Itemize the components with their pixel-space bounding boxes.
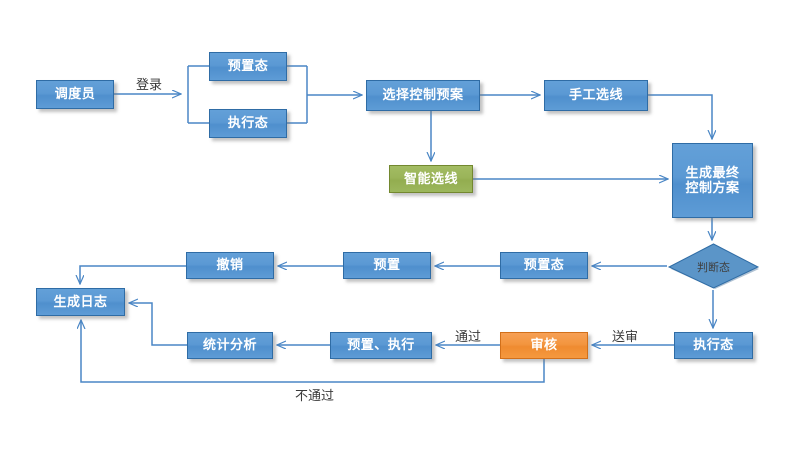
node-select-control-plan-label: 选择控制预案	[382, 87, 464, 103]
node-final-control-plan-label: 生成最终控制方案	[685, 164, 740, 195]
node-dispatcher-label: 调度员	[54, 86, 96, 102]
edge-stat-to-genlog	[129, 303, 187, 346]
node-preset-state-1-label: 预置态	[227, 58, 269, 74]
node-statistical-analysis-label: 统计分析	[202, 337, 257, 353]
node-exec-state-1[interactable]: 执行态	[209, 109, 287, 138]
node-preset-state-2-label: 预置态	[523, 257, 565, 273]
node-preset-and-execute-label: 预置、执行	[347, 337, 415, 353]
node-smart-line-selection[interactable]: 智能选线	[389, 165, 473, 193]
node-cancel[interactable]: 撤销	[186, 252, 274, 279]
node-preset-state-1[interactable]: 预置态	[209, 52, 287, 81]
node-dispatcher[interactable]: 调度员	[36, 80, 114, 109]
node-preset[interactable]: 预置	[343, 252, 431, 279]
node-review-label: 审核	[530, 337, 558, 353]
edge-cancel-to-genlog	[80, 265, 186, 284]
node-generate-log[interactable]: 生成日志	[36, 288, 125, 316]
node-review[interactable]: 审核	[500, 332, 588, 359]
node-judge-state[interactable]: 判断态	[667, 243, 760, 290]
edge-label-login: 登录	[136, 77, 163, 92]
node-preset-and-execute[interactable]: 预置、执行	[330, 332, 432, 359]
edge-label-fail: 不通过	[295, 388, 335, 403]
edge-label-pass: 通过	[455, 329, 482, 344]
edge-review-to-genlog-fail	[81, 320, 545, 383]
node-final-control-plan[interactable]: 生成最终控制方案	[672, 143, 753, 218]
node-preset-label: 预置	[373, 257, 401, 273]
node-preset-state-2[interactable]: 预置态	[500, 252, 588, 279]
node-manual-line-selection-label: 手工选线	[568, 87, 623, 103]
edge-label-submit: 送审	[612, 329, 639, 344]
diamond-shape	[667, 243, 760, 289]
node-manual-line-selection[interactable]: 手工选线	[544, 80, 648, 111]
node-statistical-analysis[interactable]: 统计分析	[187, 332, 273, 359]
node-exec-state-1-label: 执行态	[227, 115, 269, 131]
node-generate-log-label: 生成日志	[53, 293, 108, 309]
node-cancel-label: 撤销	[216, 257, 244, 273]
node-judge-state-label: 判断态	[697, 261, 730, 274]
node-exec-state-2-label: 执行态	[693, 337, 734, 353]
edge-manual-to-final	[648, 94, 712, 139]
node-smart-line-selection-label: 智能选线	[403, 170, 458, 186]
node-exec-state-2[interactable]: 执行态	[674, 332, 753, 359]
node-select-control-plan[interactable]: 选择控制预案	[366, 80, 480, 111]
